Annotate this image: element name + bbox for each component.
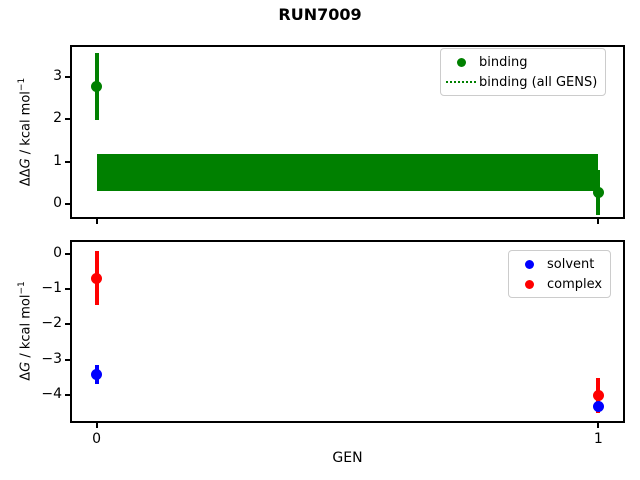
legend-label: binding (all GENS) [479, 74, 598, 90]
x-tick [597, 423, 600, 428]
legend-marker-icon [443, 57, 479, 67]
figure-title: RUN7009 [278, 5, 362, 24]
x-tick [95, 219, 98, 224]
binding-plot: 0 1 2 3 binding binding (all GENS) [53, 45, 625, 224]
y-tick-label: 0 [53, 194, 62, 211]
legend-marker-icon [511, 279, 547, 289]
y-tick-label: 0 [53, 245, 62, 262]
x-axis-label: GEN [332, 450, 363, 466]
legend-entry: solvent [511, 254, 602, 274]
ylabel-exponent: −1 [17, 281, 27, 295]
y-tick [65, 358, 70, 361]
ylabel-unit: / kcal mol [18, 294, 34, 362]
ylabel-exponent: −1 [17, 77, 27, 92]
legend: binding binding (all GENS) [440, 48, 607, 96]
y-tick-label: 3 [53, 68, 62, 85]
legend: solvent complex [508, 250, 612, 298]
y-tick [65, 288, 70, 291]
x-tick [597, 219, 600, 224]
dg-plot: 0 1 0 −1 −2 −3 −4 solvent complex [41, 240, 625, 447]
y-tick [65, 160, 70, 163]
y-tick-label: −4 [41, 385, 62, 402]
legend-entry: complex [511, 274, 602, 294]
y-axis-label-ddg: ΔΔG / kcal mol−1 [17, 22, 35, 242]
ylabel-symbol: G [18, 361, 34, 372]
y-tick [65, 76, 70, 79]
legend-label: complex [547, 276, 603, 292]
ylabel-unit: / kcal mol [18, 91, 34, 159]
x-tick-label: 1 [593, 431, 603, 447]
legend-dotted-line-icon [443, 81, 479, 83]
legend-label: binding [479, 54, 528, 70]
data-point-complex [91, 272, 103, 284]
data-point-binding [91, 80, 103, 92]
x-tick [95, 423, 98, 428]
y-axis-label-dg: ΔG / kcal mol−1 [17, 221, 35, 441]
ylabel-symbol: G [18, 158, 34, 169]
data-point-solvent [91, 368, 103, 380]
data-point-binding [592, 186, 604, 198]
y-tick [65, 253, 70, 256]
y-tick-label: −2 [41, 315, 62, 332]
y-tick-label: 1 [53, 152, 62, 169]
legend-marker-icon [511, 259, 547, 269]
y-tick [65, 323, 70, 326]
x-tick-label: 0 [92, 431, 102, 447]
legend-label: solvent [547, 256, 595, 272]
y-tick [65, 118, 70, 121]
y-tick-label: −1 [41, 280, 62, 297]
ylabel-delta: Δ [18, 371, 34, 381]
legend-entry: binding [443, 52, 597, 72]
data-point-solvent [592, 401, 604, 413]
y-tick-label: −3 [41, 350, 62, 367]
ylabel-delta: ΔΔ [18, 168, 34, 187]
confidence-band [96, 153, 599, 192]
legend-entry: binding (all GENS) [443, 72, 597, 92]
data-point-complex [592, 390, 604, 402]
y-tick [65, 202, 70, 205]
y-tick-label: 2 [53, 110, 62, 127]
y-tick [65, 393, 70, 396]
